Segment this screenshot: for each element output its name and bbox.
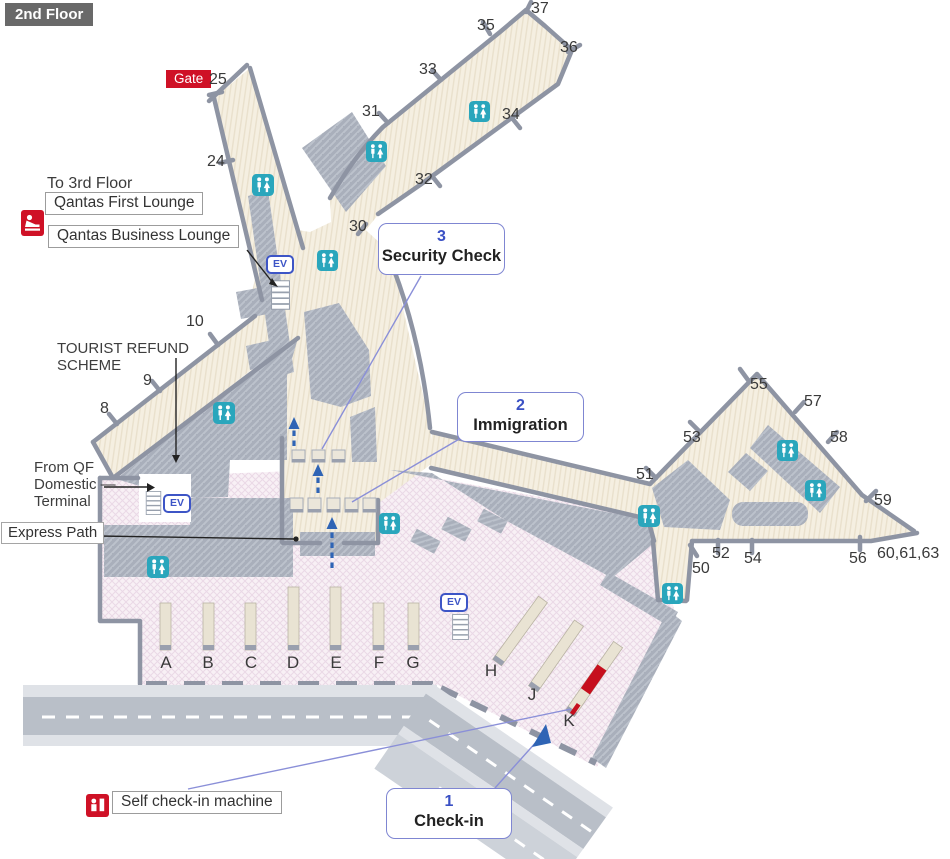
gate-label-31: 31	[362, 103, 380, 120]
counter-label-h: H	[484, 661, 498, 680]
gate-label-58: 58	[830, 429, 848, 446]
flow-arrows	[292, 430, 334, 568]
counter-label-e: E	[330, 653, 342, 672]
lounge-icon	[21, 210, 44, 236]
toilet-icon	[252, 174, 274, 196]
toilet-icon	[317, 250, 338, 271]
gate-label-9: 9	[143, 372, 152, 389]
toilet-icon	[366, 141, 387, 162]
toilet-icon	[805, 480, 826, 501]
callout-security-check: 3 Security Check	[378, 223, 505, 275]
check-in-direction-arrow	[532, 724, 551, 747]
self-check-in-marker	[569, 702, 581, 716]
counter-label-j: J	[527, 685, 537, 704]
tourist-refund-label: TOURIST REFUND SCHEME	[57, 340, 189, 374]
counter-label-b: B	[202, 653, 214, 672]
gate-label-53: 53	[683, 429, 701, 446]
leader-lines	[96, 249, 572, 790]
gate-label-50: 50	[692, 560, 710, 577]
callout-immigration: 2 Immigration	[457, 392, 584, 442]
toilet-icon	[662, 583, 683, 604]
gate-marks	[106, 0, 879, 559]
gate-label-55: 55	[750, 376, 768, 393]
security-counters	[291, 449, 346, 463]
gate-label-51: 51	[636, 466, 654, 483]
from-qf-domestic-label: From QF Domestic — Terminal	[34, 459, 116, 510]
qantas-first-lounge-label: Qantas First Lounge	[45, 192, 204, 215]
elevator-badge: EV	[440, 593, 468, 612]
counter-label-f: F	[373, 653, 385, 672]
gate-label-33: 33	[419, 61, 437, 78]
gate-label-30: 30	[349, 218, 367, 235]
counter-label-c: C	[244, 653, 258, 672]
callout-check-in: 1 Check-in	[386, 788, 512, 839]
self-check-in-icon	[86, 794, 109, 817]
toilet-icon	[469, 101, 490, 122]
gate-label-24: 24	[207, 153, 225, 170]
express-path-label: Express Path	[1, 522, 105, 544]
toilet-icon	[777, 440, 798, 461]
gate-label-8: 8	[100, 400, 109, 417]
gate-label-57: 57	[804, 393, 822, 410]
floor-badge: 2nd Floor	[5, 3, 94, 26]
stairs-icon	[452, 614, 469, 640]
toilet-icon	[638, 505, 660, 527]
gate-label-35: 35	[477, 17, 495, 34]
gate-label-52: 52	[712, 545, 730, 562]
counter-label-d: D	[286, 653, 300, 672]
to-3rd-floor-label: To 3rd Floor	[47, 175, 133, 192]
gate-badge: Gate	[166, 70, 212, 88]
gate-label-32: 32	[415, 171, 433, 188]
immigration-counters	[289, 497, 377, 513]
gate-label-10: 10	[186, 313, 204, 330]
check-in-counters	[159, 586, 624, 718]
gate-label-56: 56	[849, 550, 867, 567]
toilet-icon	[379, 513, 400, 534]
qantas-business-lounge-label: Qantas Business Lounge	[48, 225, 240, 248]
elevator-badge: EV	[266, 255, 294, 274]
gate-label-60-61-63: 60,61,63	[877, 545, 940, 562]
gate-label-25: 25	[209, 71, 227, 88]
toilet-icon	[147, 556, 169, 578]
counter-label-k: K	[563, 711, 575, 730]
counter-label-g: G	[406, 653, 420, 672]
gate-label-54: 54	[744, 550, 762, 567]
stairs-icon	[145, 491, 162, 515]
counter-label-a: A	[160, 653, 172, 672]
gate-label-37: 37	[531, 0, 549, 17]
gate-label-59: 59	[874, 492, 892, 509]
elevator-badge: EV	[163, 494, 191, 513]
self-check-in-label: Self check-in machine	[112, 791, 282, 814]
gate-label-36: 36	[560, 39, 578, 56]
gate-label-34: 34	[502, 106, 520, 123]
flow-arrowheads	[288, 417, 551, 747]
toilet-icon	[213, 402, 235, 424]
